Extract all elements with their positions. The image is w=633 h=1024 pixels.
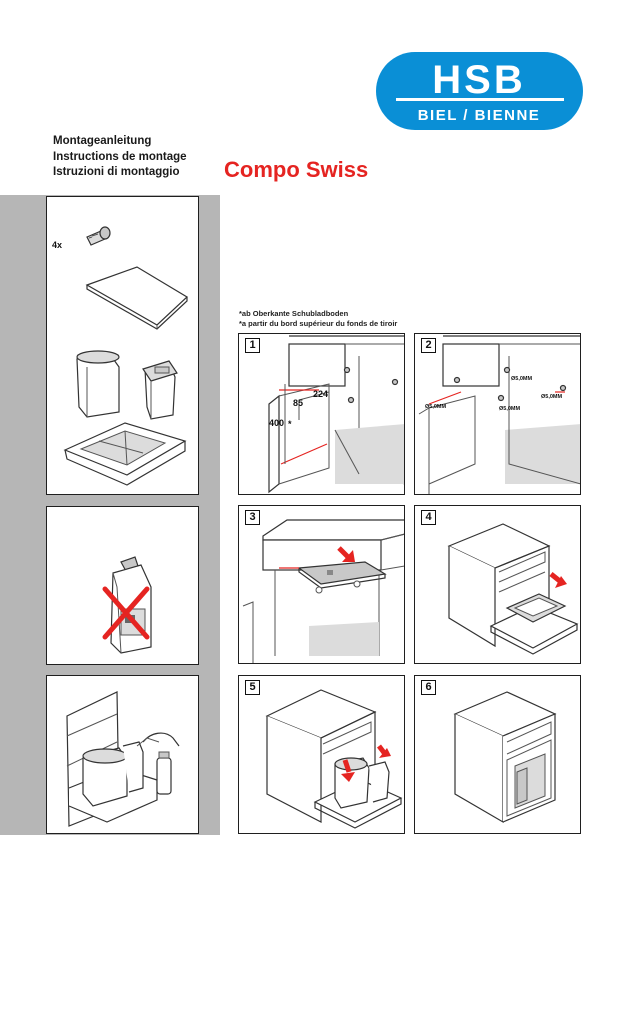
hole-mark <box>559 384 567 392</box>
logo-subtext: BIEL / BIENNE <box>418 107 541 124</box>
hsb-logo: HSB BIEL / BIENNE <box>374 50 585 132</box>
step-number: 3 <box>245 510 260 525</box>
arrow-down-icon <box>549 572 567 588</box>
no-cleaner-panel <box>46 506 199 665</box>
step-6-panel: 6 <box>414 675 581 834</box>
hole-label: Ø5,0MM <box>511 376 533 382</box>
spray-bottle-icon <box>156 751 172 795</box>
title-de: Montageanleitung <box>53 135 152 147</box>
title-it: Istruzioni di montaggio <box>53 166 180 178</box>
pull-out-bin-icon <box>82 741 144 807</box>
arrow-down-icon <box>377 744 391 758</box>
prohibited-cross-icon <box>102 586 150 640</box>
dim-400: 400 <box>269 418 284 428</box>
hole-label: Ø5,0MM <box>541 394 563 400</box>
parts-panel: 4x <box>46 196 199 495</box>
step-number: 1 <box>245 338 260 353</box>
drawer-front <box>442 343 500 387</box>
note-de: *ab Oberkante Schubladboden <box>239 309 349 318</box>
step-number: 4 <box>421 510 436 525</box>
dim-asterisk: * <box>288 419 292 429</box>
step-number: 2 <box>421 338 436 353</box>
step-3-panel: 3 <box>238 505 405 664</box>
cleaning-hand-icon <box>136 732 180 747</box>
note-fr: *a partir du bord supérieur du fonds de … <box>239 319 398 328</box>
dim-224: 224 <box>313 389 328 399</box>
bin-large-icon <box>334 757 370 809</box>
product-name: Compo Swiss <box>224 157 369 182</box>
step-4-panel: 4 <box>414 505 581 664</box>
bin-small-icon <box>142 360 178 420</box>
hole-mark <box>391 378 399 386</box>
hole-label: Ø5,0MM <box>499 406 521 412</box>
bin-large-icon <box>76 350 120 418</box>
step-5-panel: 5 <box>238 675 405 834</box>
step-2-panel: Ø5,0MM Ø5,0MM Ø5,0MM Ø5,0MM 2 <box>414 333 581 495</box>
base-plate-icon <box>85 266 188 330</box>
dim-85: 85 <box>293 398 303 408</box>
bin-small-icon <box>368 761 390 803</box>
tray-icon <box>63 422 187 486</box>
hole-mark <box>347 396 355 404</box>
cabinet-side-wall <box>268 394 280 494</box>
step-number: 5 <box>245 680 260 695</box>
cleaning-panel <box>46 675 199 834</box>
hole-mark <box>343 366 351 374</box>
title-fr: Instructions de montage <box>53 150 187 163</box>
step-1-panel: 224 85 400 * 1 <box>238 333 405 495</box>
logo-text: HSB <box>432 58 525 102</box>
hole-mark <box>497 394 505 402</box>
logo-badge <box>376 52 583 130</box>
screw-count: 4x <box>52 240 62 250</box>
hole-mark <box>503 366 511 374</box>
arrow-down-icon <box>341 759 355 782</box>
arrow-down-icon <box>337 546 355 562</box>
hole-label: Ø5,0MM <box>425 404 447 410</box>
drawer-front <box>288 343 346 387</box>
instruction-titles: Montageanleitung Instructions de montage… <box>53 134 187 181</box>
notes: *ab Oberkante Schubladboden *a partir du… <box>239 309 397 329</box>
hole-mark <box>453 376 461 384</box>
step-number: 6 <box>421 680 436 695</box>
screw-icon <box>86 226 111 246</box>
